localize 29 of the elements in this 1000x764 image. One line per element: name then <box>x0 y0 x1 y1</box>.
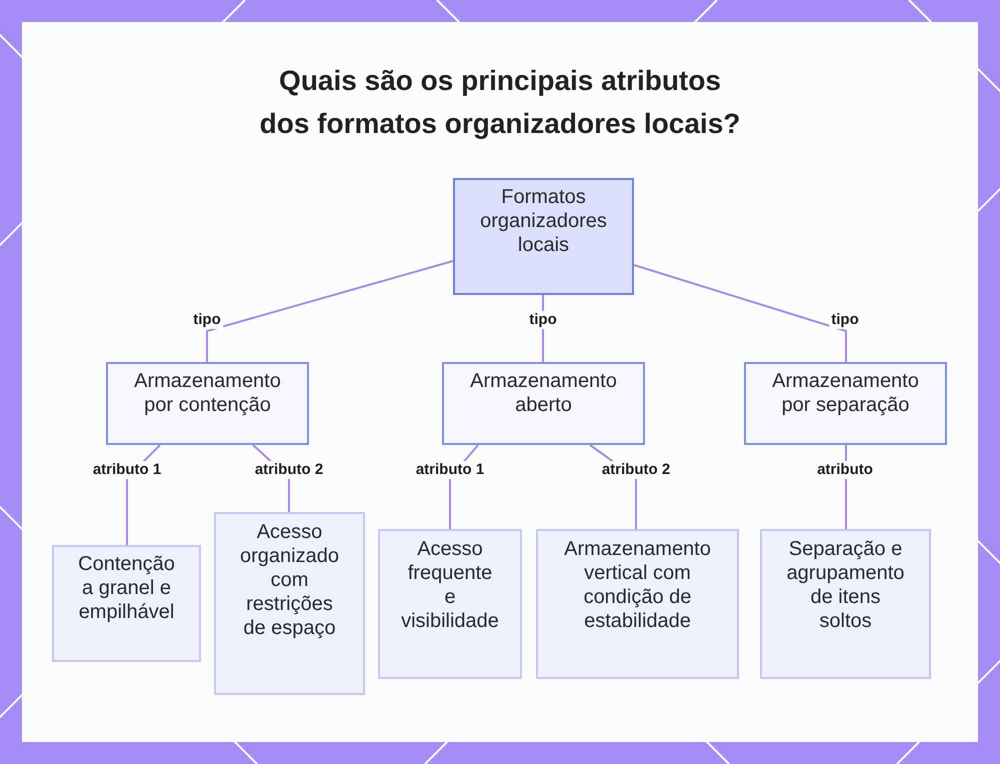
node-text: Separação e agrupamento de itens soltos <box>786 537 906 633</box>
node-text: Armazenamento por contenção <box>133 369 282 417</box>
edge-label: atributo 2 <box>252 461 326 479</box>
node-text: Armazenamento por separação <box>771 369 920 417</box>
diagram-title: Quais são os principais atributos dos formatos organizadores locais? <box>258 64 742 141</box>
edge-label: tipo <box>829 311 861 329</box>
edge-label: tipo <box>191 311 223 329</box>
concept-box <box>378 529 522 679</box>
connector-line <box>634 264 847 362</box>
node-text: Formatos organizadores locais <box>479 185 608 257</box>
concept-box <box>453 178 634 295</box>
edge-label: tipo <box>527 311 559 329</box>
concept-box <box>760 529 931 679</box>
concept-box <box>442 362 645 445</box>
concept-box <box>744 362 947 445</box>
edge-label: atributo 1 <box>90 461 164 479</box>
edge-label: atributo <box>815 461 875 479</box>
node-text: Contenção a granel e empilhável <box>77 552 176 624</box>
concept-box <box>536 529 739 679</box>
connector-line <box>206 260 454 362</box>
concept-box <box>106 362 309 445</box>
node-text: Acesso frequente e visibilidade <box>400 537 500 633</box>
concept-box <box>52 545 201 662</box>
node-text: Acesso organizado com restrições de espaço <box>239 520 340 640</box>
node-text: Armazenamento vertical com condição de estabilidade <box>563 537 712 633</box>
edge-label: atributo 2 <box>600 461 672 479</box>
node-text: Armazenamento aberto <box>469 369 618 417</box>
edge-label: atributo 1 <box>414 461 486 479</box>
concept-box <box>214 512 365 695</box>
